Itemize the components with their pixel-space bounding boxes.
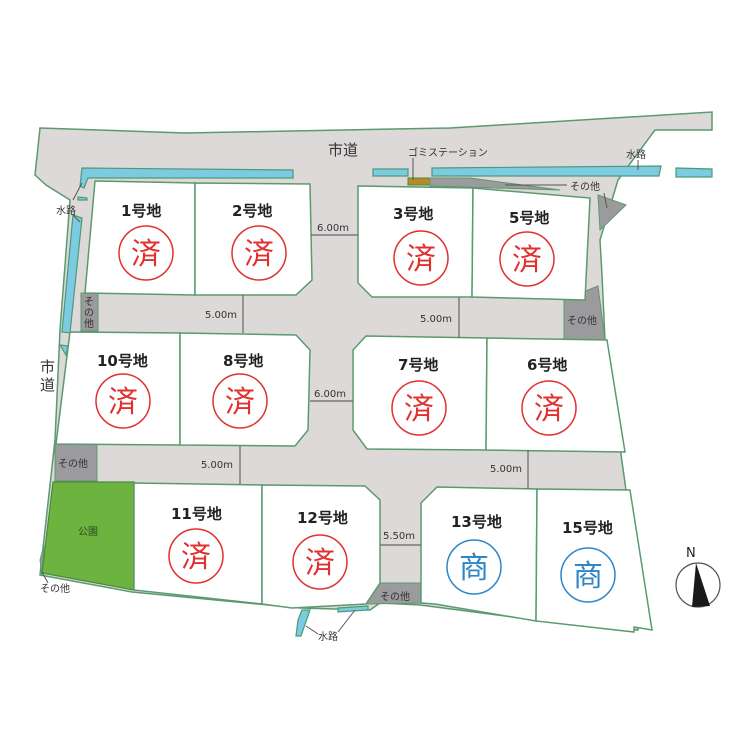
- svg-text:済: 済: [225, 385, 255, 420]
- waterway-label-top: 水路: [626, 148, 646, 161]
- other-label-left-3: 他: [84, 317, 94, 330]
- svg-text:済: 済: [305, 546, 335, 581]
- dim-label-upper-vertical: 6.00m: [317, 223, 349, 234]
- svg-text:済: 済: [108, 385, 138, 420]
- waterway-top-long: [431, 165, 662, 177]
- other-label-bottom-left: その他: [40, 582, 70, 595]
- stamp-sold-lot-5: 済: [499, 231, 555, 287]
- other-label-right: その他: [567, 314, 597, 327]
- waterway-label-left: 水路: [56, 204, 76, 217]
- stamp-sold-lot-3: 済: [393, 230, 449, 286]
- dim-label-upper-left: 5.00m: [205, 310, 237, 321]
- other-area-top: [429, 177, 561, 191]
- other-area-left-lower: [54, 443, 98, 482]
- leader-waterway-left-1: [72, 182, 83, 201]
- stamp-sold-lot-6: 済: [521, 380, 577, 436]
- lot-label-12: 12号地: [297, 509, 348, 527]
- lot-label-5: 5号地: [509, 209, 549, 227]
- stamp-sold-lot-12: 済: [292, 534, 348, 590]
- road-label-left-2: 道: [40, 376, 55, 394]
- stamp-sold-lot-7: 済: [391, 380, 447, 436]
- other-label-bottom: その他: [380, 590, 410, 603]
- compass-label: N: [686, 546, 696, 561]
- park-label: 公園: [78, 526, 98, 538]
- svg-text:済: 済: [404, 392, 434, 427]
- stamp-sold-lot-8: 済: [212, 373, 268, 429]
- stamp-sold-lot-11: 済: [168, 528, 224, 584]
- svg-text:済: 済: [512, 243, 542, 278]
- road-label-left-1: 市: [40, 358, 55, 376]
- lot-label-2: 2号地: [232, 202, 272, 220]
- leader-waterway-left-2: [72, 214, 81, 223]
- lot-label-13: 13号地: [451, 513, 502, 531]
- waterway-left-small: [77, 196, 88, 201]
- dim-label-lower-left: 5.00m: [201, 460, 233, 471]
- lot-label-3: 3号地: [393, 205, 433, 223]
- stamp-sold-lot-2: 済: [231, 225, 287, 281]
- lot-label-1: 1号地: [121, 202, 161, 220]
- waterway-bottom-left: [295, 609, 311, 637]
- lot-label-8: 8号地: [223, 352, 263, 370]
- other-area-top-right: [597, 194, 627, 232]
- svg-text:済: 済: [406, 242, 436, 277]
- north-compass-icon: N: [675, 546, 721, 608]
- waterway-top-mid-small: [372, 168, 409, 177]
- road-label-top: 市道: [328, 141, 358, 159]
- waterway-top-right: [675, 167, 713, 178]
- svg-text:済: 済: [131, 237, 161, 272]
- stamp-sold-lot-1: 済: [118, 225, 174, 281]
- waterway-label-bottom: 水路: [318, 630, 338, 643]
- other-label-left-lower: その他: [58, 457, 88, 470]
- svg-text:済: 済: [181, 540, 211, 575]
- leader-other-bottom-left: [41, 571, 49, 584]
- garbage-station: [407, 177, 431, 186]
- lot-label-6: 6号地: [527, 356, 567, 374]
- svg-text:済: 済: [534, 392, 564, 427]
- dim-label-lower-vertical: 5.50m: [383, 531, 415, 542]
- dim-label-upper-right: 5.00m: [420, 314, 452, 325]
- lot-label-10: 10号地: [97, 352, 148, 370]
- leader-waterway-bottom-1: [305, 625, 319, 635]
- dim-label-middle-vertical: 6.00m: [314, 389, 346, 400]
- svg-text:済: 済: [244, 237, 274, 272]
- svg-text:商: 商: [459, 551, 489, 586]
- waterway-bottom-right: [337, 605, 369, 613]
- lot-label-7: 7号地: [398, 356, 438, 374]
- svg-text:商: 商: [573, 559, 603, 594]
- other-label-left-1: そ: [84, 296, 94, 308]
- leader-other-top-right: [603, 192, 608, 209]
- stamp-commercial-lot-13: 商: [446, 539, 502, 595]
- stamp-sold-lot-10: 済: [95, 373, 151, 429]
- lot-label-11: 11号地: [171, 505, 222, 523]
- other-label-left-2: の: [84, 308, 94, 319]
- other-label-top: その他: [570, 180, 600, 193]
- leader-waterway-bottom-2: [337, 609, 356, 633]
- stamp-commercial-lot-15: 商: [560, 547, 616, 603]
- lot-label-15: 15号地: [562, 519, 613, 537]
- garbage-station-label: ゴミステーション: [408, 146, 488, 159]
- dim-label-lower-right: 5.00m: [490, 464, 522, 475]
